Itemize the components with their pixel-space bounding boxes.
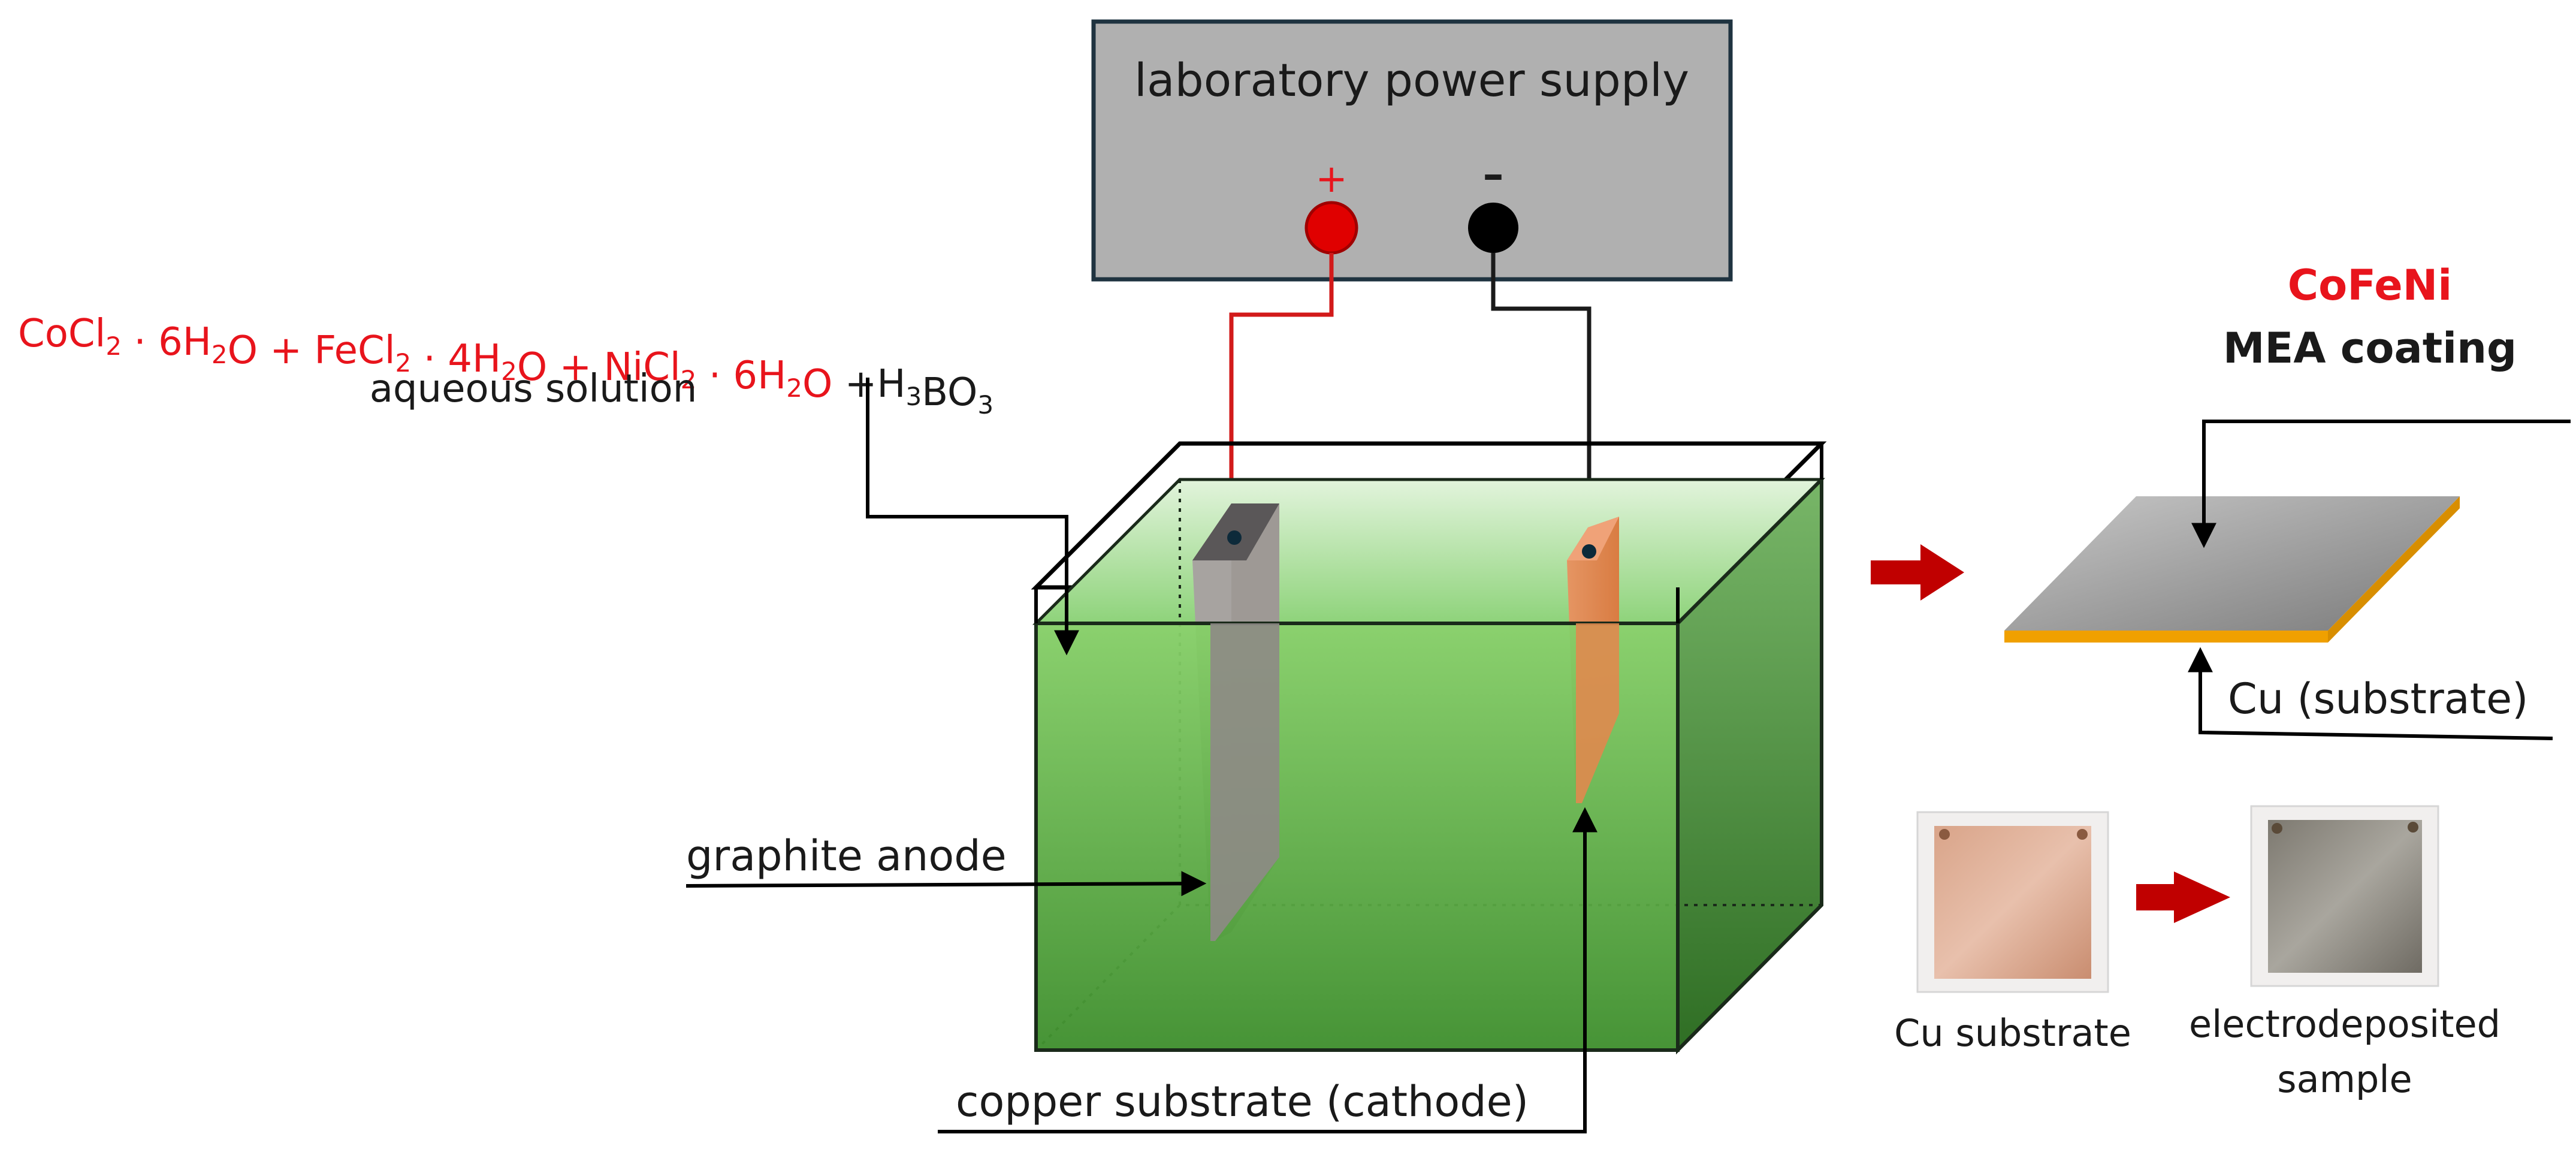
anode-label: graphite anode (686, 831, 1007, 880)
formula-subscript: 2 (395, 348, 412, 378)
formula-part: · 6H (122, 320, 212, 364)
solution-formula: CoCl2 · 6H2O + FeCl2 · 4H2O + NiCl2 · 6H… (18, 312, 993, 420)
formula-part: O (802, 362, 845, 406)
formula-subscript: 2 (501, 357, 517, 386)
solution-pointer-arrow (866, 378, 1079, 656)
negative-wire (1491, 253, 1591, 551)
substrate-pointer-arrow (2188, 647, 2553, 740)
coating-layer (2004, 496, 2460, 631)
coated-plate (2004, 496, 2460, 643)
sample-caption-line2: sample (2277, 1057, 2412, 1101)
formula-subscript: 2 (681, 365, 697, 394)
power-supply-title: laboratory power supply (1134, 53, 1689, 107)
coating-pointer-arrow (2191, 420, 2571, 548)
formula-subscript: 2 (105, 331, 122, 361)
positive-terminal-symbol: + (1315, 157, 1348, 201)
substrate-label: Cu (substrate) (2228, 674, 2528, 723)
anode-pointer-arrow (685, 871, 1207, 897)
formula-subscript: 2 (212, 340, 228, 369)
formula-subscript: 2 (786, 373, 802, 403)
formula-subscript: 3 (905, 382, 922, 411)
power-supply: laboratory power supply + – (1091, 19, 1733, 282)
coating-title-black: MEA coating (2223, 324, 2517, 373)
process-arrow (1871, 544, 1964, 601)
positive-wire (1229, 253, 1334, 536)
formula-part: O + FeCl (228, 328, 395, 373)
cu-substrate-caption: Cu substrate (1894, 1011, 2131, 1055)
photo-transition-arrow (2136, 871, 2230, 923)
formula-part: BO (922, 370, 977, 415)
formula-part: · 4H (411, 337, 501, 381)
power-supply-box (1091, 19, 1733, 282)
positive-terminal[interactable] (1304, 201, 1358, 255)
cathode-label: copper substrate (cathode) (956, 1077, 1529, 1126)
negative-terminal[interactable] (1468, 203, 1518, 253)
cathode-pointer-arrow (938, 807, 1597, 1133)
cu-substrate-photo (1916, 811, 2109, 993)
solution-caption: aqueous solution (370, 367, 697, 411)
formula-part: +H (845, 362, 906, 406)
formula-part: · 6H (696, 354, 786, 398)
formula-part: O + NiCl (517, 345, 681, 390)
sample-caption-line1: electrodeposited (2189, 1002, 2500, 1046)
tank-front-face (1034, 622, 1680, 1052)
anode-contact-point (1227, 530, 1242, 545)
coating-title-red: CoFeNi (2288, 261, 2453, 310)
cathode-contact-point (1582, 544, 1596, 559)
formula-subscript: 3 (977, 390, 993, 420)
copper-substrate-edge (2004, 631, 2328, 643)
negative-terminal-symbol: – (1483, 150, 1504, 199)
electrodeposited-sample-photo (2250, 805, 2439, 987)
formula-part: CoCl (18, 312, 105, 356)
